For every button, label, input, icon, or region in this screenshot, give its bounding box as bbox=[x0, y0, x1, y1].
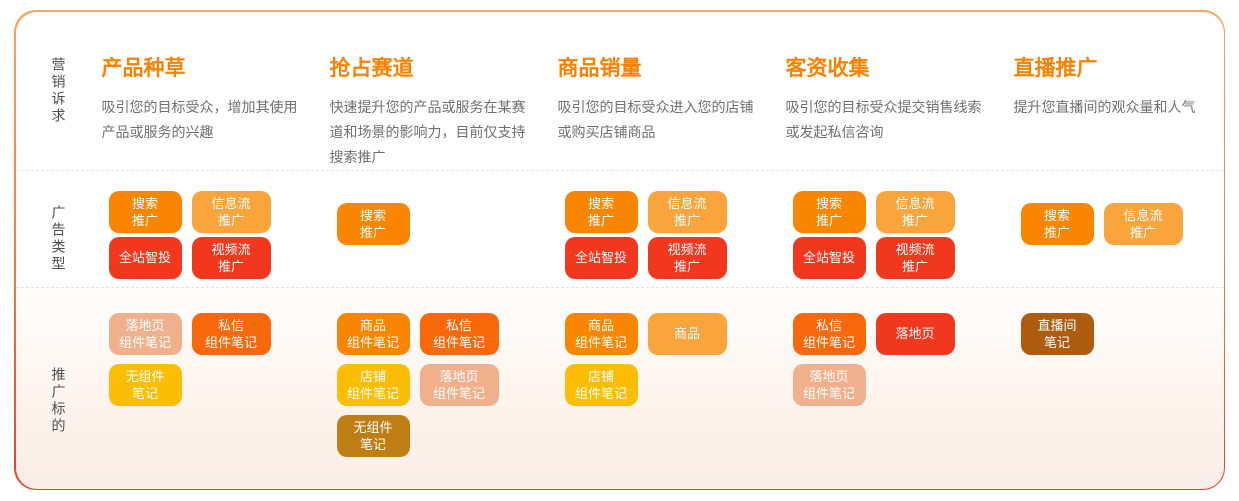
tag-no-component-note[interactable]: 无组件 笔记 bbox=[336, 414, 410, 457]
row-label-marketing-appeal-text: 营销诉求 bbox=[50, 56, 67, 125]
marketing-matrix-card: 营销诉求 产品种草 吸引您的目标受众，增加其使用产品或服务的兴趣 抢占赛道 快速… bbox=[14, 10, 1225, 490]
tag-video-feed-ads[interactable]: 视频流 推广 bbox=[191, 236, 271, 279]
tag-product-component-note[interactable]: 商品 组件笔记 bbox=[336, 312, 410, 355]
column-description-live-promotion: 提升您直播间的观众量和人气 bbox=[1013, 98, 1196, 115]
tag-dm-component-note[interactable]: 私信 组件笔记 bbox=[419, 312, 499, 355]
row-ad-types: 广告类型 搜索 推广 信息流 推广 全站智投 视频流 推广 搜索 推广 bbox=[15, 169, 1224, 287]
tag-feed-ads[interactable]: 信息流 推广 bbox=[1103, 202, 1183, 245]
tag-dm-component-note[interactable]: 私信 组件笔记 bbox=[792, 312, 866, 355]
row-promotion-targets: 推广标的 落地页 组件笔记 私信 组件笔记 无组件 笔记 商品 组件笔记 私信 … bbox=[15, 286, 1224, 489]
column-seize-track-appeal: 抢占赛道 快速提升您的产品或服务在某赛道和场景的影响力，目前仅支持搜索推广 bbox=[330, 12, 558, 170]
tag-landing-page-component-note[interactable]: 落地页 组件笔记 bbox=[108, 312, 182, 355]
column-description-seize-track: 快速提升您的产品或服务在某赛道和场景的影响力，目前仅支持搜索推广 bbox=[329, 98, 526, 165]
tag-product[interactable]: 商品 bbox=[647, 312, 727, 355]
row-marketing-appeal: 营销诉求 产品种草 吸引您的目标受众，增加其使用产品或服务的兴趣 抢占赛道 快速… bbox=[16, 12, 1224, 170]
column-live-promotion-targets: 直播间 笔记 bbox=[1014, 312, 1224, 489]
tag-live-room-note[interactable]: 直播间 笔记 bbox=[1020, 312, 1094, 355]
column-lead-collection-adtypes: 搜索 推广 信息流 推广 全站智投 视频流 推广 bbox=[786, 190, 1014, 287]
tag-store-component-note[interactable]: 店铺 组件笔记 bbox=[564, 363, 638, 406]
tag-feed-ads[interactable]: 信息流 推广 bbox=[191, 190, 271, 233]
tag-landing-page-component-note[interactable]: 落地页 组件笔记 bbox=[419, 363, 499, 406]
row-label-ad-types-text: 广告类型 bbox=[50, 204, 67, 273]
column-seize-track-adtypes: 搜索 推广 bbox=[330, 191, 558, 287]
column-lead-collection-targets: 私信 组件笔记 落地页 落地页 组件笔记 bbox=[786, 312, 1014, 489]
column-title-product-sales: 商品销量 bbox=[557, 56, 642, 80]
column-title-live-promotion: 直播推广 bbox=[1013, 56, 1098, 80]
tag-search-ads[interactable]: 搜索 推广 bbox=[792, 190, 866, 233]
row-label-ad-types: 广告类型 bbox=[16, 191, 102, 287]
column-live-promotion-appeal: 直播推广 提升您直播间的观众量和人气 bbox=[1014, 12, 1224, 170]
tag-sitewide-smart-bid[interactable]: 全站智投 bbox=[792, 236, 866, 279]
column-product-sales-targets: 商品 组件笔记 商品 店铺 组件笔记 bbox=[558, 312, 786, 489]
tag-sitewide-smart-bid[interactable]: 全站智投 bbox=[108, 236, 182, 279]
column-product-sales-appeal: 商品销量 吸引您的目标受众进入您的店铺或购买店铺商品 bbox=[558, 12, 786, 170]
tag-video-feed-ads[interactable]: 视频流 推广 bbox=[647, 236, 727, 279]
column-title-seize-track: 抢占赛道 bbox=[329, 56, 414, 80]
tag-search-ads[interactable]: 搜索 推广 bbox=[1020, 202, 1094, 245]
row-label-promotion-targets: 推广标的 bbox=[16, 313, 102, 489]
column-description-lead-collection: 吸引您的目标受众提交销售线索或发起私信咨询 bbox=[785, 98, 982, 140]
tag-sitewide-smart-bid[interactable]: 全站智投 bbox=[564, 236, 638, 279]
tag-dm-component-note[interactable]: 私信 组件笔记 bbox=[191, 312, 271, 355]
column-title-lead-collection: 客资收集 bbox=[785, 56, 870, 80]
row-label-promotion-targets-text: 推广标的 bbox=[50, 366, 67, 435]
tag-landing-page[interactable]: 落地页 bbox=[875, 312, 955, 355]
column-description-product-sales: 吸引您的目标受众进入您的店铺或购买店铺商品 bbox=[557, 98, 754, 140]
tag-search-ads[interactable]: 搜索 推广 bbox=[336, 202, 410, 245]
column-seize-track-targets: 商品 组件笔记 私信 组件笔记 店铺 组件笔记 落地页 组件笔记 无组件 笔记 bbox=[330, 312, 558, 489]
tag-landing-page-component-note[interactable]: 落地页 组件笔记 bbox=[792, 363, 866, 406]
column-product-seeding-appeal: 产品种草 吸引您的目标受众，增加其使用产品或服务的兴趣 bbox=[102, 12, 330, 170]
column-lead-collection-appeal: 客资收集 吸引您的目标受众提交销售线索或发起私信咨询 bbox=[786, 12, 1014, 170]
column-title-product-seeding: 产品种草 bbox=[101, 56, 186, 80]
column-live-promotion-adtypes: 搜索 推广 信息流 推广 bbox=[1014, 191, 1224, 287]
tag-store-component-note[interactable]: 店铺 组件笔记 bbox=[336, 363, 410, 406]
column-product-sales-adtypes: 搜索 推广 信息流 推广 全站智投 视频流 推广 bbox=[558, 190, 786, 287]
column-product-seeding-targets: 落地页 组件笔记 私信 组件笔记 无组件 笔记 bbox=[102, 312, 330, 489]
tag-search-ads[interactable]: 搜索 推广 bbox=[108, 190, 182, 233]
tag-feed-ads[interactable]: 信息流 推广 bbox=[647, 190, 727, 233]
marketing-matrix-card-inner: 营销诉求 产品种草 吸引您的目标受众，增加其使用产品或服务的兴趣 抢占赛道 快速… bbox=[15, 11, 1224, 489]
column-description-product-seeding: 吸引您的目标受众，增加其使用产品或服务的兴趣 bbox=[101, 98, 298, 140]
tag-search-ads[interactable]: 搜索 推广 bbox=[564, 190, 638, 233]
tag-video-feed-ads[interactable]: 视频流 推广 bbox=[875, 236, 955, 279]
row-label-marketing-appeal: 营销诉求 bbox=[16, 12, 102, 170]
tag-product-component-note[interactable]: 商品 组件笔记 bbox=[564, 312, 638, 355]
tag-feed-ads[interactable]: 信息流 推广 bbox=[875, 190, 955, 233]
column-product-seeding-adtypes: 搜索 推广 信息流 推广 全站智投 视频流 推广 bbox=[102, 190, 330, 287]
tag-no-component-note[interactable]: 无组件 笔记 bbox=[108, 363, 182, 406]
